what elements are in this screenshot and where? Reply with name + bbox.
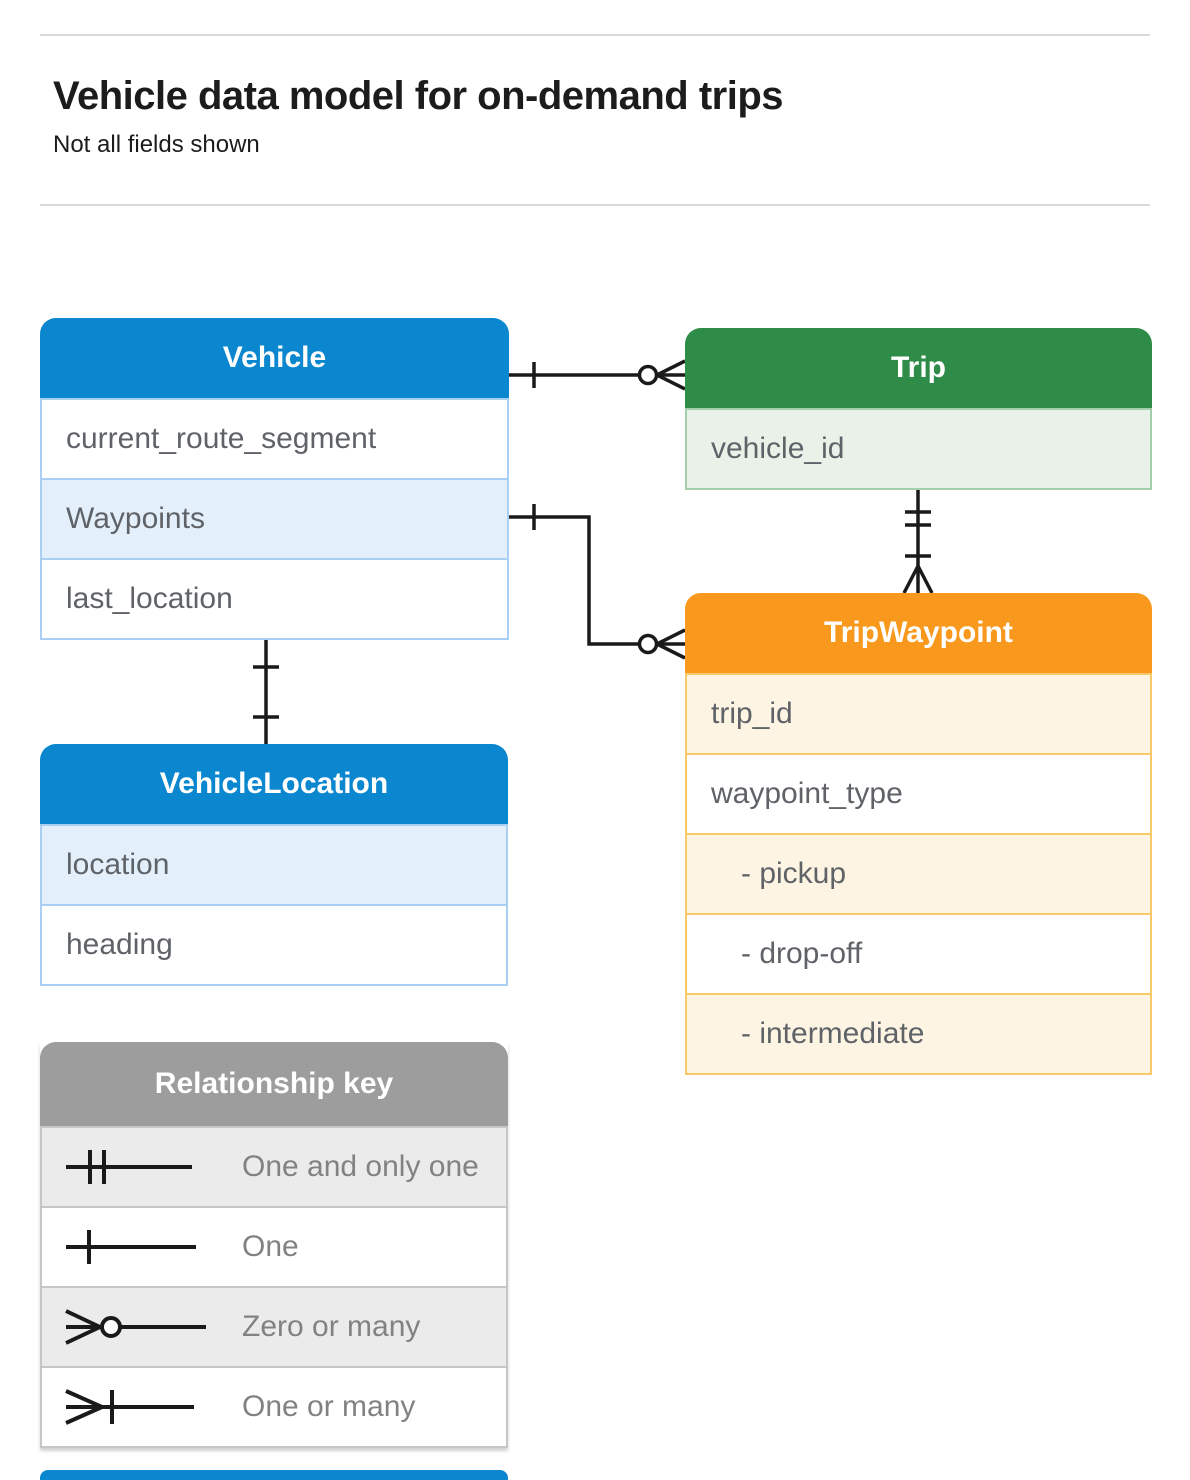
field-row-enum-value: - drop-off xyxy=(685,913,1152,993)
entity-header-trip: Trip xyxy=(685,328,1152,408)
clipped-next-table-header xyxy=(40,1470,508,1480)
connector-trip-tripwaypoint xyxy=(902,488,934,594)
entity-table-vehiclelocation: VehicleLocation location heading xyxy=(40,744,508,986)
field-row: last_location xyxy=(40,558,509,640)
one-or-many-icon xyxy=(65,1389,194,1425)
entity-table-vehicle: Vehicle current_route_segment Waypoints … xyxy=(40,318,509,640)
zero-or-many-icon xyxy=(65,1309,206,1345)
key-label: Zero or many xyxy=(242,1310,421,1343)
key-label: One xyxy=(242,1230,299,1263)
one-and-only-one-icon xyxy=(66,1150,192,1184)
field-row: current_route_segment xyxy=(40,398,509,478)
field-row-enum-value: - intermediate xyxy=(685,993,1152,1075)
field-row: waypoint_type xyxy=(685,753,1152,833)
top-divider xyxy=(40,34,1150,36)
one-icon xyxy=(66,1230,196,1264)
page-title: Vehicle data model for on-demand trips xyxy=(53,74,784,118)
key-row: One and only one xyxy=(40,1126,508,1206)
entity-table-tripwaypoint: TripWaypoint trip_id waypoint_type - pic… xyxy=(685,593,1152,1075)
title-divider xyxy=(40,204,1150,206)
entity-header-vehicle: Vehicle xyxy=(40,318,509,398)
field-row: Waypoints xyxy=(40,478,509,558)
field-row: location xyxy=(40,824,508,904)
field-row: vehicle_id xyxy=(685,408,1152,490)
connector-waypoints-tripwaypoint xyxy=(509,504,686,660)
entity-header-vehiclelocation: VehicleLocation xyxy=(40,744,508,824)
key-row: One xyxy=(40,1206,508,1286)
field-row: trip_id xyxy=(685,673,1152,753)
key-row: Zero or many xyxy=(40,1286,508,1366)
relationship-key-header: Relationship key xyxy=(40,1042,508,1126)
key-row: One or many xyxy=(40,1366,508,1448)
entity-header-tripwaypoint: TripWaypoint xyxy=(685,593,1152,673)
page-subtitle: Not all fields shown xyxy=(53,131,260,158)
connector-vehicle-vehiclelocation xyxy=(253,637,279,744)
entity-table-trip: Trip vehicle_id xyxy=(685,328,1152,490)
field-row: heading xyxy=(40,904,508,986)
key-label: One or many xyxy=(242,1390,416,1423)
relationship-key: Relationship key One and only one One Ze… xyxy=(40,1042,508,1448)
connector-vehicle-trip xyxy=(509,359,686,391)
key-label: One and only one xyxy=(242,1150,479,1183)
field-row-enum-value: - pickup xyxy=(685,833,1152,913)
